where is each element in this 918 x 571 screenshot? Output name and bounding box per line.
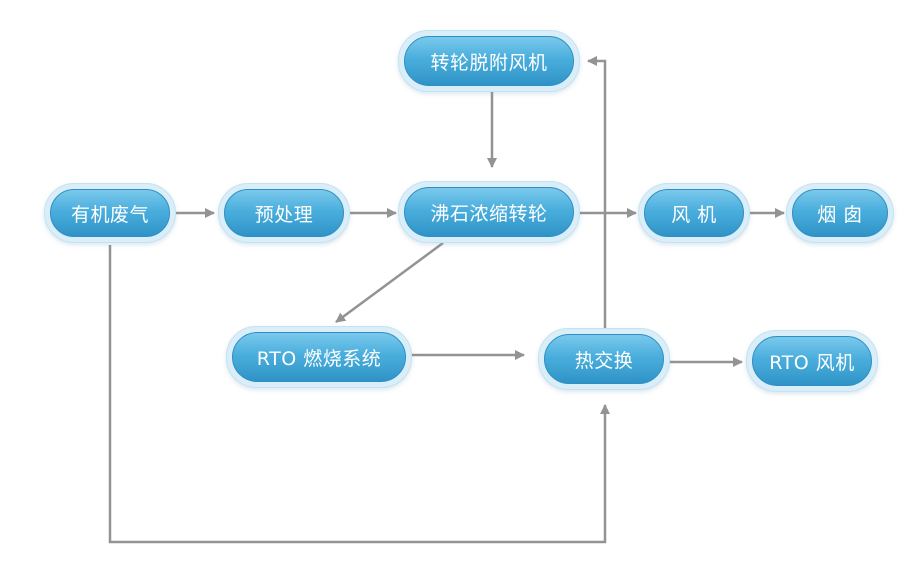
- arrow-waste-gas-bypass-to-heat-exchange: [108, 245, 610, 544]
- node-pretreat-label: 预处理: [224, 189, 344, 237]
- node-waste-gas: 有机废气: [44, 183, 176, 243]
- node-desorption-fan: 转轮脱附风机: [398, 30, 580, 92]
- node-chimney-label: 烟 囱: [792, 189, 888, 237]
- arrow-zeolite-to-rto-combustion: [335, 241, 444, 324]
- node-pretreat: 预处理: [218, 183, 350, 243]
- node-chimney: 烟 囱: [786, 183, 894, 243]
- node-heat-exchange: 热交换: [538, 328, 670, 390]
- node-rto-fan-label: RTO 风机: [752, 336, 872, 386]
- node-desorption-fan-label: 转轮脱附风机: [404, 36, 574, 86]
- node-zeolite-rotor: 沸石浓缩转轮: [398, 181, 580, 243]
- node-zeolite-rotor-label: 沸石浓缩转轮: [404, 187, 574, 237]
- node-rto-combustion: RTO 燃烧系统: [226, 326, 412, 388]
- node-fan-label: 风 机: [644, 189, 744, 237]
- node-rto-combustion-label: RTO 燃烧系统: [232, 332, 406, 382]
- node-fan: 风 机: [638, 183, 750, 243]
- node-waste-gas-label: 有机废气: [50, 189, 170, 237]
- node-rto-fan: RTO 风机: [746, 330, 878, 392]
- arrow-heat-exchange-to-desorption-fan: [587, 56, 607, 330]
- node-heat-exchange-label: 热交换: [544, 334, 664, 384]
